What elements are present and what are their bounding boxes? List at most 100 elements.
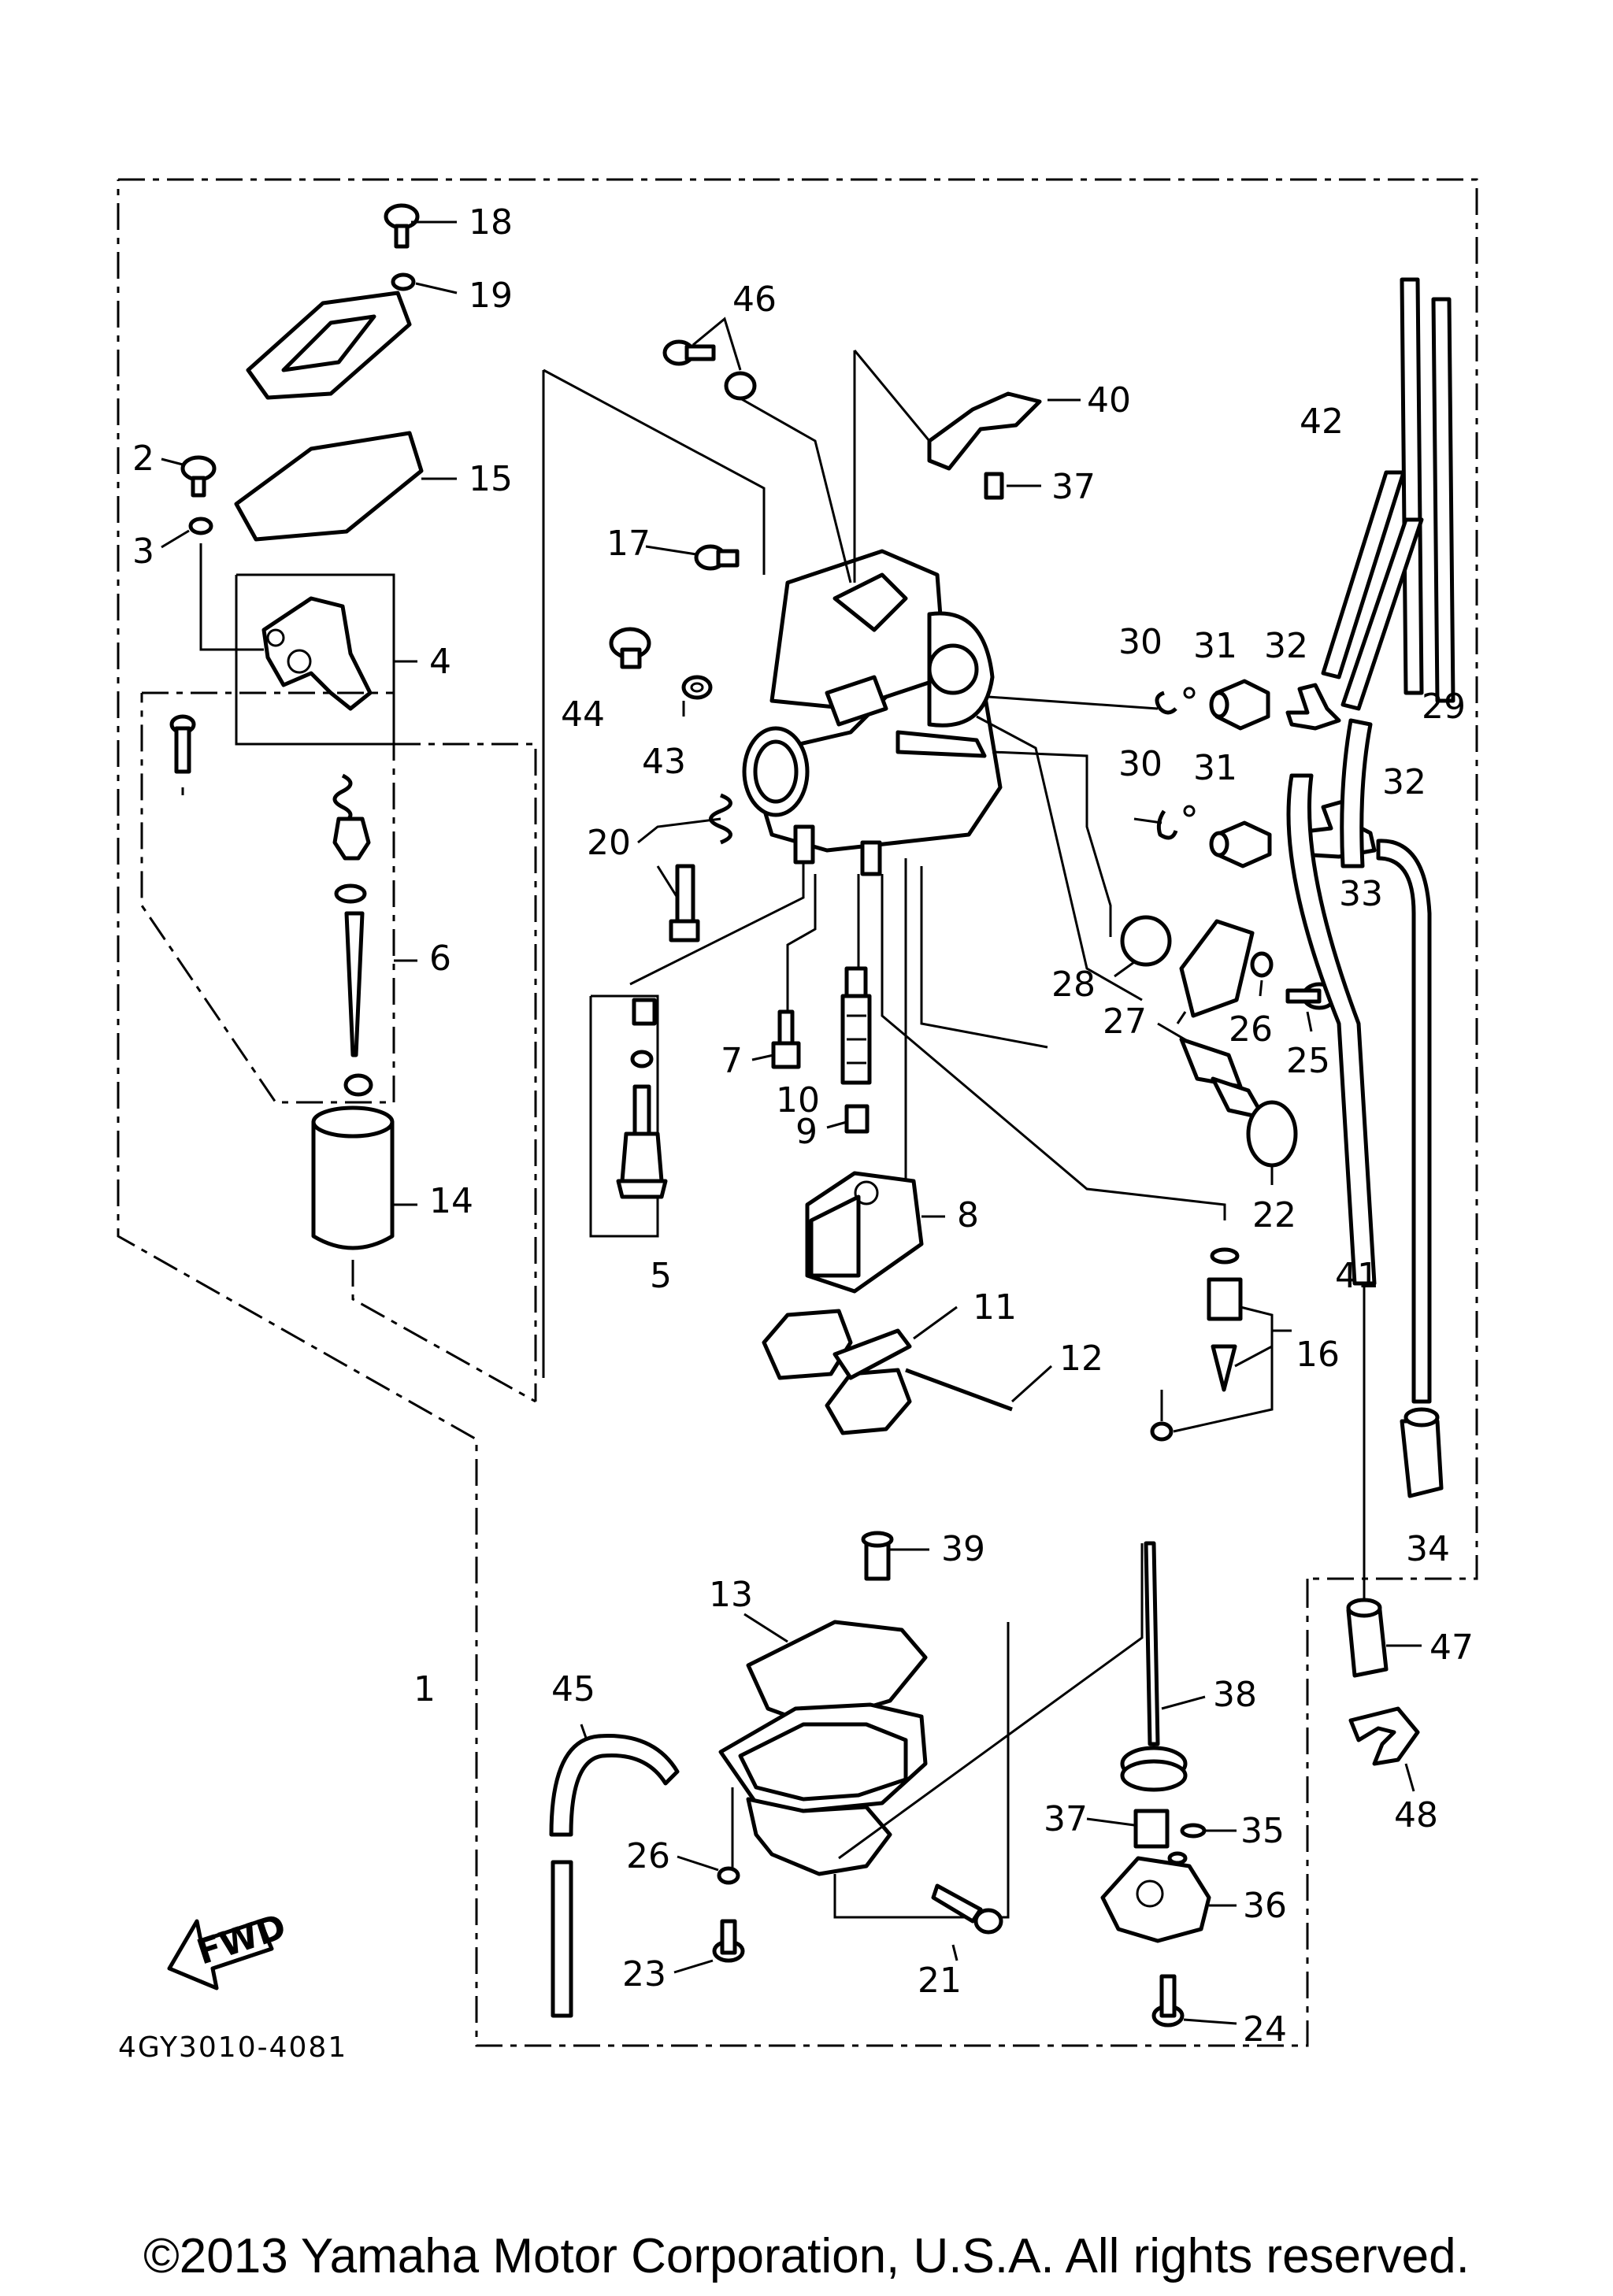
callout-27: 27 [1103, 1002, 1147, 1042]
callout-30a: 30 [1118, 622, 1162, 662]
fwd-arrow-icon: FWD [167, 1906, 291, 1990]
part-34-plug [1400, 1407, 1444, 1498]
callout-12: 12 [1059, 1339, 1103, 1379]
part-4-throttle-plate [261, 596, 373, 711]
part-3-washer [161, 517, 213, 549]
callout-13: 13 [709, 1575, 753, 1615]
callout-26a: 26 [1229, 1009, 1273, 1050]
drawing-code: 4GY3010-4081 [118, 2031, 347, 2064]
callout-11: 11 [973, 1287, 1017, 1328]
callout-46: 46 [732, 280, 777, 320]
part-37-spring-upper [984, 472, 1041, 500]
callout-28: 28 [1051, 965, 1096, 1005]
part-42-vent-hose [1340, 277, 1455, 868]
callout-14: 14 [429, 1181, 473, 1221]
part-5-pilot-jet [616, 998, 668, 1199]
part-31-joint-upper [1209, 679, 1270, 731]
callout-29: 29 [1422, 687, 1466, 727]
callout-39: 39 [941, 1529, 985, 1569]
part-35-o-ring [1167, 1823, 1237, 1865]
part-33-drain-hose [1376, 839, 1432, 1404]
callout-20: 20 [587, 823, 631, 863]
callout-40: 40 [1087, 380, 1131, 420]
part-24-screw [1151, 1974, 1237, 2028]
part-39-plug [861, 1531, 929, 1581]
part-13-gasket [743, 1613, 928, 1727]
callout-33: 33 [1339, 874, 1383, 914]
part-8-spacer [805, 1171, 945, 1294]
callout-44: 44 [561, 694, 605, 735]
callout-2: 2 [132, 439, 154, 479]
part-27-cover [1176, 919, 1255, 1024]
part-32-t-joint-upper [1285, 683, 1341, 731]
part-41-drain-hose [1286, 773, 1377, 1606]
callout-16: 16 [1296, 1335, 1340, 1375]
part-43-washer [681, 675, 713, 717]
callout-38: 38 [1213, 1675, 1257, 1715]
part-6-jet-needle [169, 714, 373, 1097]
part-40-lever [927, 391, 1081, 471]
callout-24: 24 [1243, 2009, 1287, 2050]
carburetor-body [742, 549, 1003, 876]
callout-43: 43 [642, 742, 686, 782]
callout-45: 45 [551, 1669, 595, 1709]
part-26-washer-upper [1250, 951, 1274, 997]
part-20-idle-screw [637, 793, 732, 942]
part-16-needle-valve [1150, 1247, 1292, 1442]
callout-7: 7 [721, 1041, 743, 1081]
callout-37b: 37 [1044, 1799, 1088, 1839]
part-28-o-ring [1114, 915, 1172, 978]
part-float-bowl [718, 1702, 928, 1876]
part-37-spring-lower [1086, 1809, 1170, 1849]
part-44-plug [609, 627, 651, 669]
copyright-notice: ©2013 Yamaha Motor Corporation, U.S.A. A… [143, 2229, 1470, 2283]
callout-1: 1 [413, 1669, 436, 1709]
callout-21: 21 [918, 1961, 962, 2001]
callout-37a: 37 [1051, 467, 1096, 507]
callout-32a: 32 [1264, 626, 1308, 666]
callout-19: 19 [469, 276, 513, 316]
part-29-hose [1321, 470, 1424, 711]
callout-17: 17 [606, 524, 651, 564]
part-30-clip-lower [1133, 805, 1196, 840]
callout-31a: 31 [1193, 626, 1237, 666]
callout-48: 48 [1394, 1795, 1438, 1835]
part-36-pump-cover [1100, 1856, 1237, 1943]
part-11-float [762, 1305, 958, 1435]
callout-3: 3 [132, 531, 154, 572]
part-48-clamp [1348, 1706, 1420, 1792]
callout-35: 35 [1240, 1811, 1285, 1851]
callout-25: 25 [1286, 1041, 1330, 1081]
callout-41: 41 [1335, 1256, 1379, 1296]
part-47-plug [1346, 1598, 1422, 1678]
callout-9: 9 [795, 1112, 818, 1152]
callout-30b: 30 [1118, 744, 1162, 784]
part-top-cover [246, 291, 412, 400]
callout-22: 22 [1252, 1195, 1296, 1235]
fwd-label: FWD [192, 1906, 291, 1972]
part-26-washer-lower [677, 1855, 740, 1885]
part-30-clip-upper [1155, 687, 1196, 715]
callout-4: 4 [429, 642, 451, 682]
part-12-float-pin [905, 1365, 1053, 1412]
part-38-pump-rod [1120, 1541, 1206, 1792]
callout-5: 5 [650, 1256, 672, 1296]
part-2-screw [161, 455, 217, 498]
callout-47: 47 [1429, 1628, 1474, 1668]
callout-42: 42 [1300, 402, 1344, 442]
part-46-screw-nut [662, 317, 852, 583]
part-15-gasket [234, 431, 424, 542]
callout-36: 36 [1243, 1886, 1287, 1926]
part-10-main-jet-holder [840, 966, 872, 1085]
part-45-hose [549, 1724, 680, 2018]
part-22-choke-plunger [1157, 1022, 1298, 1185]
part-31-joint-lower [1209, 820, 1272, 868]
callout-6: 6 [429, 939, 451, 979]
callout-26b: 26 [626, 1836, 670, 1876]
part-18-screw [384, 203, 457, 249]
part-17-screw [645, 544, 740, 571]
callout-32b: 32 [1382, 762, 1426, 802]
part-14-throttle-valve [311, 1105, 417, 1250]
part-23-screw [673, 1919, 745, 1974]
